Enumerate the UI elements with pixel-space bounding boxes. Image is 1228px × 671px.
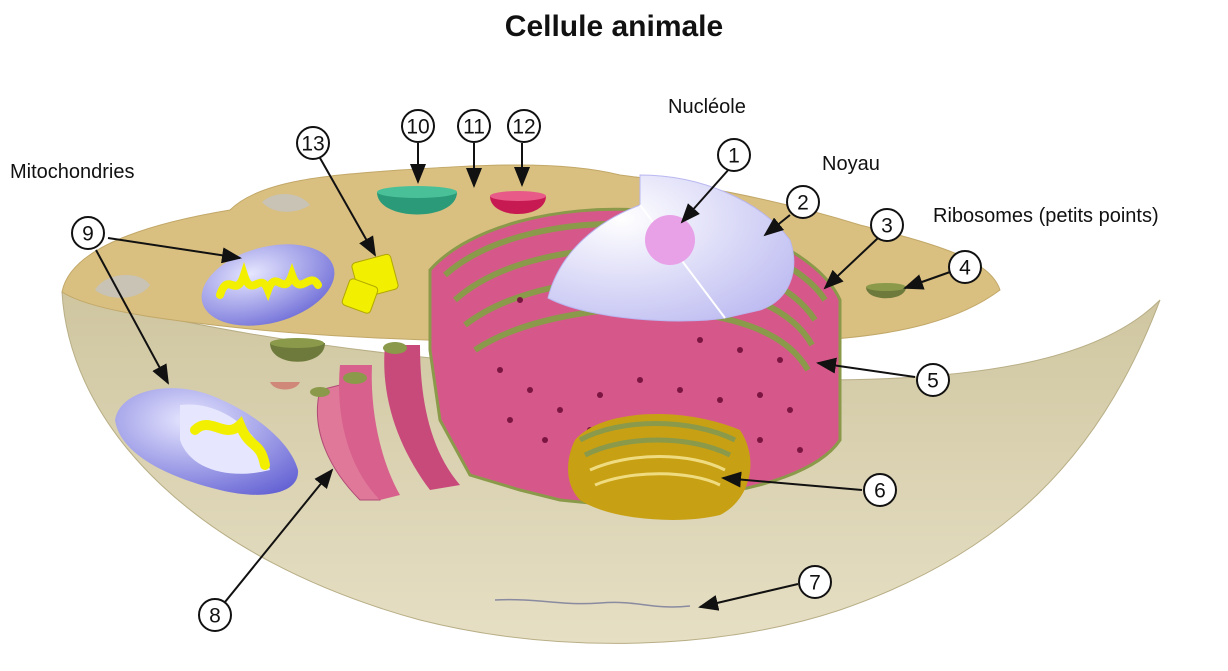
callout-8: 8	[199, 599, 231, 631]
callout-10: 10	[402, 110, 434, 142]
callout-13: 13	[297, 127, 329, 159]
svg-text:12: 12	[512, 116, 535, 139]
label-noyau: Noyau	[822, 153, 880, 175]
label-mitochondries: Mitochondries	[10, 161, 135, 183]
callout-5: 5	[917, 364, 949, 396]
nucleolus	[645, 215, 695, 265]
callout-7: 7	[799, 566, 831, 598]
svg-text:11: 11	[463, 116, 485, 139]
callout-12: 12	[508, 110, 540, 142]
callout-2: 2	[787, 186, 819, 218]
svg-text:2: 2	[797, 192, 809, 215]
callout-1: 1	[718, 139, 750, 171]
svg-text:5: 5	[927, 370, 939, 393]
callout-3: 3	[871, 209, 903, 241]
callout-9: 9	[72, 217, 104, 249]
svg-text:13: 13	[301, 133, 324, 156]
callout-11: 11	[458, 110, 490, 142]
label-nucleole: Nucléole	[668, 96, 746, 118]
svg-text:7: 7	[809, 572, 821, 595]
svg-text:6: 6	[874, 480, 886, 503]
callout-6: 6	[864, 474, 896, 506]
svg-text:3: 3	[881, 215, 893, 238]
svg-text:4: 4	[959, 257, 971, 280]
svg-text:10: 10	[406, 116, 429, 139]
svg-text:1: 1	[728, 145, 740, 168]
svg-text:9: 9	[82, 223, 94, 246]
label-ribosomes: Ribosomes (petits points)	[933, 205, 1159, 227]
svg-text:8: 8	[209, 605, 221, 628]
callout-4: 4	[949, 251, 981, 283]
golgi-apparatus	[568, 414, 750, 520]
